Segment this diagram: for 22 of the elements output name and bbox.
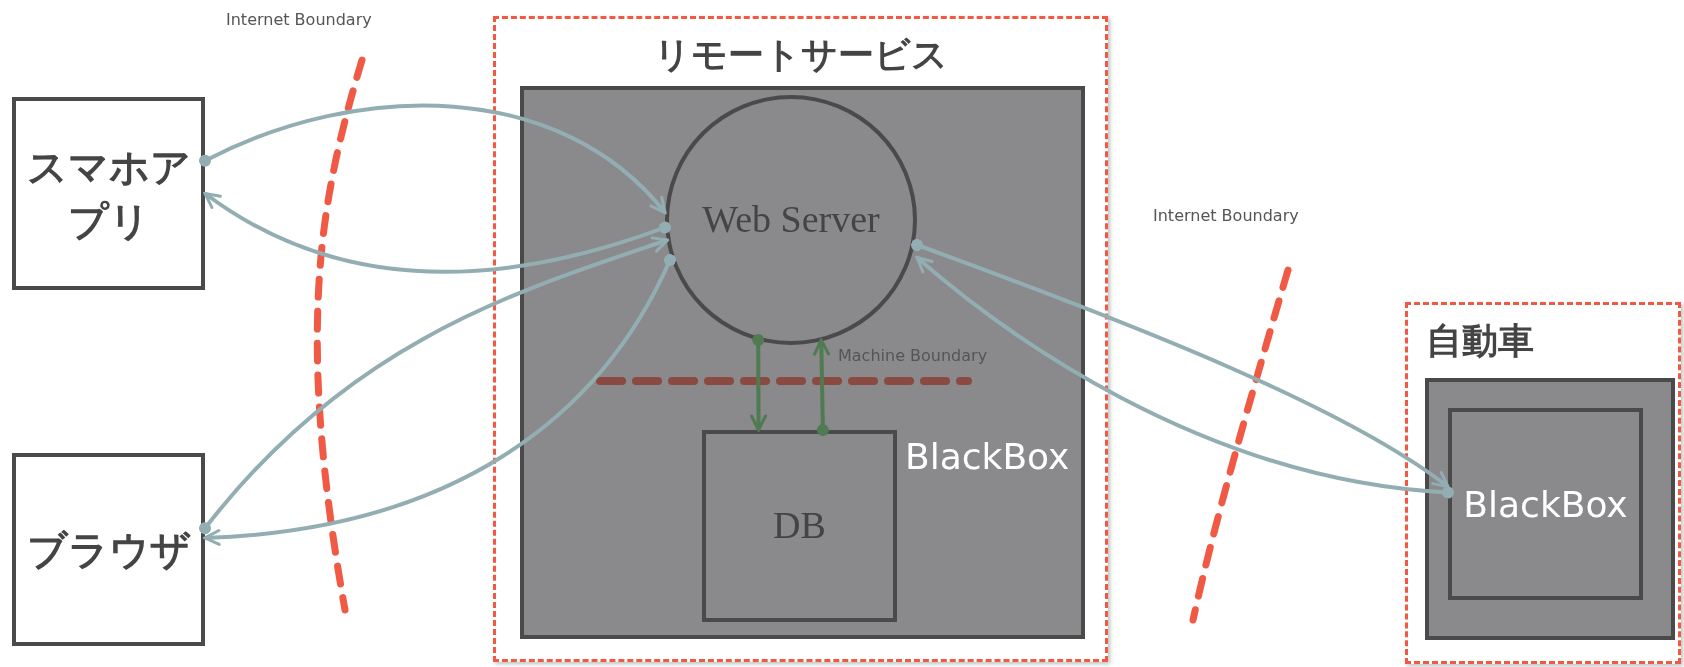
group-title: 自動車 [1426, 318, 1534, 363]
box-label: DB [772, 503, 827, 549]
panel-box [520, 86, 1085, 639]
box-label: ブラウザ [25, 524, 192, 575]
arrow [203, 191, 671, 274]
dashed-boundary-box [1405, 302, 1681, 664]
group-title: リモートサービス [653, 32, 948, 77]
database-box [702, 430, 897, 622]
box-label: スマホアプリ [25, 141, 192, 246]
arrow [199, 103, 667, 214]
boundary-label: Internet Boundary [1153, 206, 1299, 225]
panel-box [1425, 378, 1675, 640]
client-box [12, 453, 205, 646]
client-box [12, 97, 205, 290]
boundary-label: Internet Boundary [226, 10, 372, 29]
box-label: Web Server [701, 197, 881, 243]
component-box [1448, 408, 1643, 600]
dashed-boundary-box [493, 16, 1108, 662]
overlay-label: BlackBox [905, 436, 1070, 477]
arrow [813, 338, 830, 436]
arrow [750, 334, 767, 432]
box-label: BlackBox [1463, 483, 1628, 525]
